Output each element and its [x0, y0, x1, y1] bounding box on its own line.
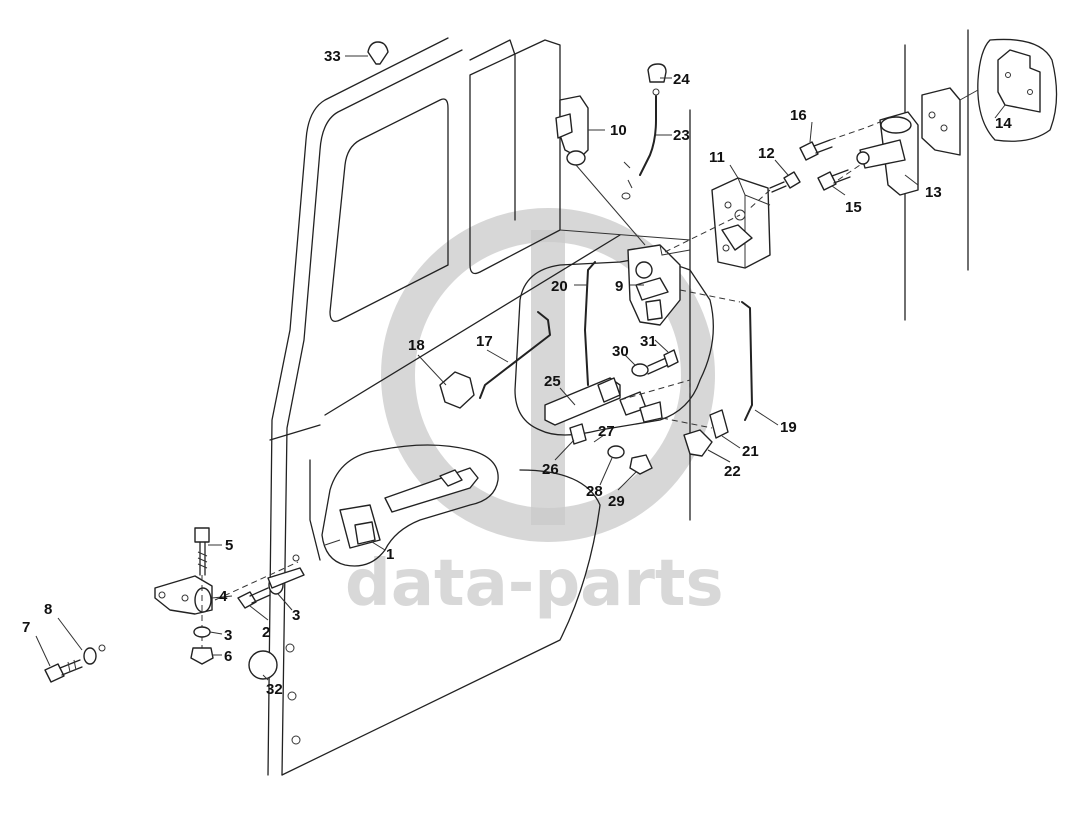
- part-17-rod: [479, 311, 551, 399]
- label-14: 14: [995, 115, 1012, 132]
- label-18: 18: [408, 337, 425, 354]
- label-23: 23: [673, 127, 690, 144]
- handle-recess-outline: [321, 444, 499, 567]
- label-22: 22: [724, 463, 741, 480]
- part-33-bump-stop: [367, 41, 389, 65]
- label-9: 9: [615, 278, 623, 295]
- part-12-screw: [747, 171, 801, 211]
- label-13: 13: [925, 184, 942, 201]
- lock-mechanism-outline: [514, 259, 714, 436]
- part-16-bolt: [799, 139, 833, 161]
- watermark-text: data-parts: [345, 547, 724, 621]
- label-12: 12: [758, 145, 775, 162]
- label-25: 25: [544, 373, 561, 390]
- label-29: 29: [608, 493, 625, 510]
- part-7-8-bolt-washer: [44, 644, 106, 683]
- part-23-24-rod: [621, 63, 667, 200]
- part-11-lock-block: [711, 177, 771, 269]
- part-28-washer: [607, 445, 625, 459]
- part-5-bolt: [194, 527, 210, 543]
- label-28: 28: [586, 483, 603, 500]
- label-32: 32: [266, 681, 283, 698]
- part-20-rod: [584, 261, 596, 386]
- label-3-lower: 3: [224, 627, 232, 644]
- part-13-striker: [829, 29, 969, 321]
- part-labels: 33 24 10 23 11 12 16 15 13 14 20 9 17 18…: [22, 48, 1012, 698]
- part-14-plate: [921, 38, 1058, 156]
- part-19-rod: [679, 289, 753, 421]
- part-3-washer-lower: [193, 626, 211, 638]
- part-29-nut: [629, 454, 653, 475]
- label-10: 10: [610, 122, 627, 139]
- label-21: 21: [742, 443, 759, 460]
- label-30: 30: [612, 343, 629, 360]
- part-25-inside-handle: [544, 377, 691, 445]
- label-8: 8: [44, 601, 52, 618]
- hinge-assembly: [154, 527, 305, 665]
- part-15-bolt: [817, 169, 851, 191]
- label-11: 11: [709, 149, 725, 166]
- part-6-nut: [190, 647, 214, 665]
- label-15: 15: [845, 199, 862, 216]
- part-10-bracket: [555, 95, 646, 246]
- watermark: data-parts: [345, 208, 724, 621]
- label-3-upper: 3: [292, 607, 300, 624]
- part-22-pad: [683, 429, 713, 457]
- label-1: 1: [386, 546, 394, 563]
- part-9-latch: [627, 214, 741, 326]
- label-4: 4: [219, 588, 228, 605]
- part-1-outside-handle: [324, 467, 479, 549]
- label-7: 7: [22, 619, 30, 636]
- part-32-plug: [248, 650, 278, 680]
- label-5: 5: [225, 537, 233, 554]
- label-17: 17: [476, 333, 493, 350]
- part-18-clip: [439, 371, 475, 409]
- label-16: 16: [790, 107, 807, 124]
- label-26: 26: [542, 461, 559, 478]
- leader-lines: [35, 55, 1006, 681]
- label-31: 31: [640, 333, 657, 350]
- part-21-clip: [709, 409, 729, 439]
- label-33: 33: [324, 48, 341, 65]
- part-30-31-bolt: [631, 349, 679, 377]
- label-6: 6: [224, 648, 232, 665]
- label-27: 27: [598, 423, 615, 440]
- label-24: 24: [673, 71, 690, 88]
- label-19: 19: [780, 419, 797, 436]
- label-20: 20: [551, 278, 568, 295]
- label-2: 2: [262, 624, 270, 641]
